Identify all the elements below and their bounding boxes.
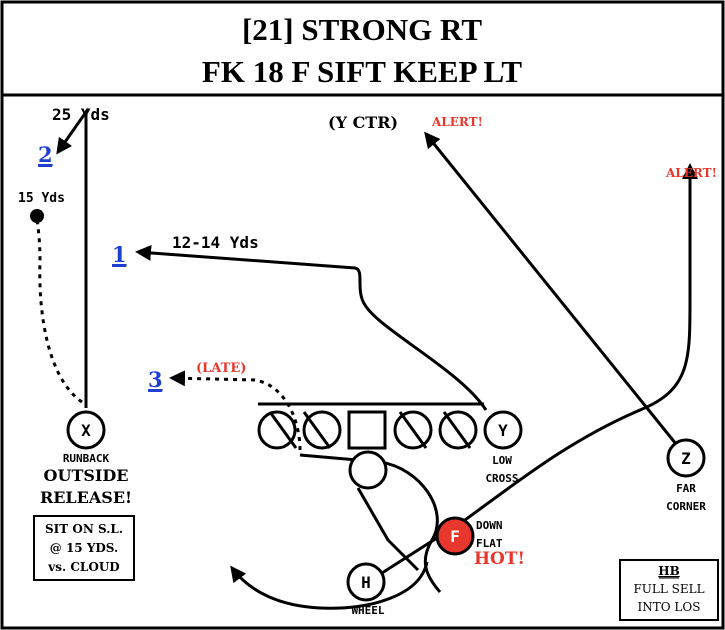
label-15-yds: 15 Yds <box>18 191 65 206</box>
sit-note-line3: vs. CLOUD <box>47 560 119 574</box>
player-f: F <box>435 516 475 556</box>
label-far: FAR <box>676 482 696 495</box>
sit-note-line2: @ 15 YDS. <box>50 541 118 555</box>
lineman-lg <box>302 410 342 450</box>
read-number-3: 3 <box>148 367 163 392</box>
player-x: X <box>66 410 106 450</box>
svg-text:Y: Y <box>498 421 508 440</box>
label-12-14-yds: 12-14 Yds <box>172 233 259 252</box>
read-number-1: 1 <box>112 242 127 267</box>
qb-drop <box>356 487 420 572</box>
label-alert-right: ALERT! <box>665 166 717 180</box>
label-runback: RUNBACK <box>63 452 110 465</box>
label-late: (LATE) <box>196 361 246 376</box>
offensive-line <box>257 402 484 450</box>
hb-note-line2: INTO LOS <box>638 600 701 614</box>
hb-note-line1: FULL SELL <box>633 582 704 596</box>
svg-text:X: X <box>81 421 91 440</box>
label-wheel: WHEEL <box>351 604 384 617</box>
hb-note-box <box>619 559 719 621</box>
sit-note-line1: SIT ON S.L. <box>45 522 123 536</box>
f-route <box>370 163 698 582</box>
late-route <box>169 370 302 451</box>
label-flat: FLAT <box>476 537 503 550</box>
label-alert-center: ALERT! <box>431 115 483 129</box>
header-title-line1: [21] STRONG RT <box>242 12 482 47</box>
x-sit-dot <box>30 209 44 223</box>
label-cross: CROSS <box>485 472 518 485</box>
sit-note-box <box>33 515 135 581</box>
read-number-2: 2 <box>38 142 53 167</box>
player-y: Y <box>483 410 523 450</box>
player-z: Z <box>666 438 706 478</box>
label-25-yds: 25 Yds <box>52 105 110 124</box>
x-sit-route <box>35 217 83 404</box>
quarterback <box>348 450 388 490</box>
player-h: H <box>346 562 386 602</box>
lineman-lt <box>257 410 297 450</box>
lineman-center <box>347 410 387 450</box>
svg-text:F: F <box>450 527 460 546</box>
header-box <box>0 0 725 97</box>
header-title-line2: FK 18 F SIFT KEEP LT <box>202 54 522 89</box>
label-y-ctr: (Y CTR) <box>328 113 398 132</box>
label-outside: OUTSIDE <box>44 466 129 485</box>
y-route <box>135 244 488 411</box>
backfield-mesh <box>299 453 442 593</box>
hb-note-title: HB <box>658 564 679 578</box>
x-route <box>56 107 88 408</box>
z-route <box>424 131 678 445</box>
svg-text:H: H <box>361 573 371 592</box>
label-low: LOW <box>492 454 512 467</box>
label-down: DOWN <box>476 519 503 532</box>
label-hot: HOT! <box>474 549 525 569</box>
svg-text:Z: Z <box>681 449 691 468</box>
label-corner: CORNER <box>666 500 706 513</box>
label-release: RELEASE! <box>40 488 132 507</box>
h-wheel-route <box>230 561 429 610</box>
